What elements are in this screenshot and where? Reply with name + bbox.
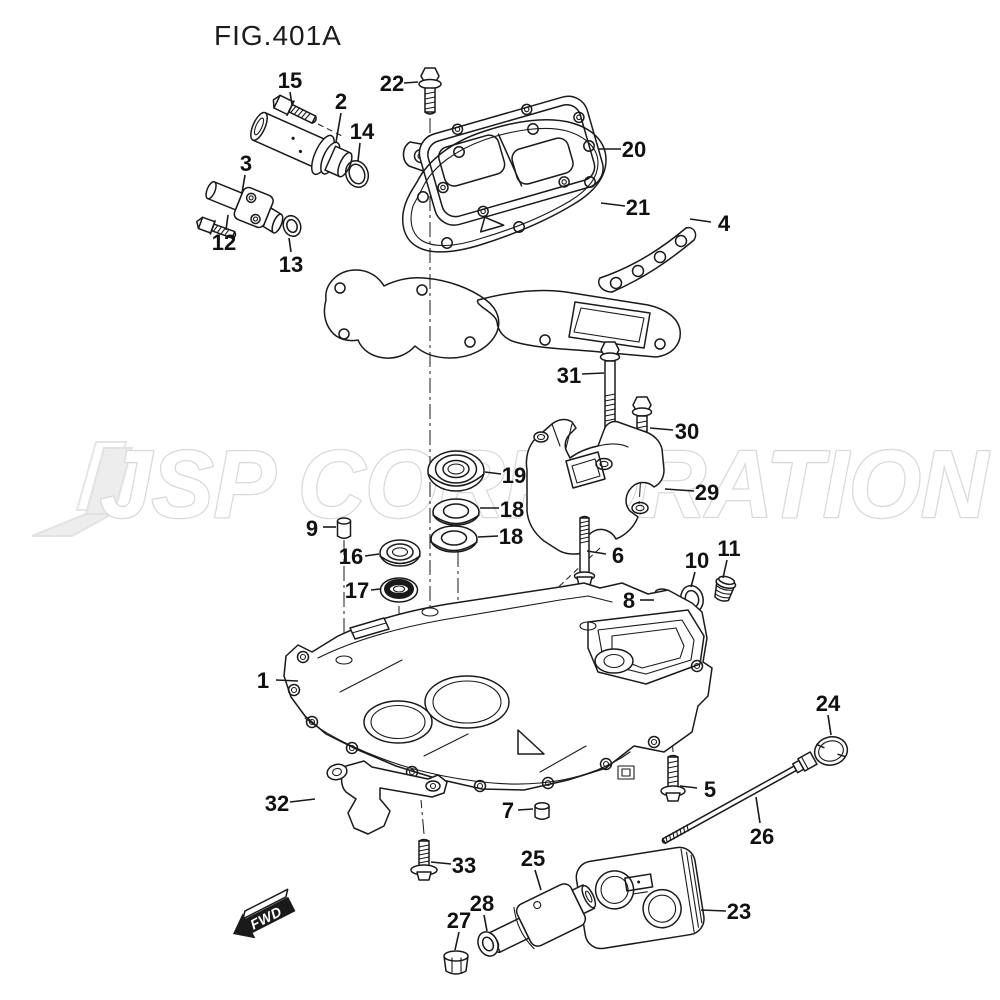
part-label-21: 21	[626, 195, 650, 220]
part-15-bolt-drawing	[272, 94, 317, 124]
part-label-24: 24	[816, 691, 841, 716]
part-label-5: 5	[704, 777, 716, 802]
part-5-bolt-drawing	[660, 754, 686, 802]
part-leader-33	[430, 861, 452, 865]
part-4-gasket-drawing	[323, 226, 697, 359]
part-7-cap-drawing	[534, 802, 550, 820]
part-leader-10	[690, 571, 696, 588]
part-label-2: 2	[335, 89, 347, 114]
part-label-9: 9	[306, 516, 318, 541]
part-label-8: 8	[623, 588, 635, 613]
part-32-bracket-drawing	[326, 760, 448, 835]
part-label-25: 25	[521, 846, 545, 871]
part-22-bolt-drawing	[418, 67, 442, 115]
part-leader-15	[289, 91, 293, 106]
part-label-19: 19	[502, 463, 526, 488]
fwd-arrow: FWD	[233, 888, 296, 939]
part-23-mount-drawing	[575, 846, 705, 950]
part-label-11: 11	[717, 536, 740, 561]
part-leader-16	[364, 553, 380, 557]
part-25-damper-drawing	[487, 883, 597, 954]
part-17-seal-drawing	[379, 577, 419, 603]
part-21-gasket-drawing	[402, 119, 607, 253]
part-11-plug-drawing	[714, 575, 737, 602]
part-label-32: 32	[265, 791, 289, 816]
part-label-6: 6	[612, 543, 624, 568]
part-leader-17	[370, 588, 381, 591]
part-label-12: 12	[212, 230, 236, 255]
part-33-bolt-drawing	[410, 838, 438, 881]
part-16-bearing-drawing	[379, 539, 421, 567]
part-label-31: 31	[557, 363, 581, 388]
part-leader-29	[664, 488, 695, 492]
part-leader-27	[454, 931, 460, 951]
jsp-logo-icon	[31, 441, 134, 537]
part-18-washer-drawing	[430, 525, 478, 553]
part-leader-7	[517, 808, 534, 811]
part-leader-25	[534, 869, 542, 891]
part-label-28: 28	[470, 891, 494, 916]
part-leader-11	[722, 559, 728, 579]
part-label-18: 18	[499, 524, 523, 549]
part-leader-1	[275, 679, 299, 682]
part-leader-18	[477, 535, 499, 538]
part-label-1: 1	[257, 668, 269, 693]
part-leader-4	[689, 218, 712, 223]
part-label-17: 17	[345, 578, 369, 603]
part-leader-13	[288, 237, 292, 253]
part-24-cap-drawing	[813, 736, 849, 766]
part-leader-23	[700, 909, 727, 912]
part-leader-30	[649, 427, 674, 431]
part-leader-12	[225, 214, 229, 231]
part-12-bolt-drawing	[196, 216, 237, 239]
part-leader-24	[827, 714, 832, 736]
part-label-16: 16	[339, 544, 363, 569]
part-20-cover-drawing	[402, 95, 604, 233]
part-leader-32	[289, 798, 316, 803]
part-label-30: 30	[675, 419, 699, 444]
part-label-26: 26	[750, 824, 774, 849]
part-label-18: 18	[500, 497, 524, 522]
part-leader-22	[403, 81, 419, 84]
part-leader-28	[483, 914, 488, 932]
part-label-22: 22	[380, 71, 404, 96]
part-18-washer-drawing	[432, 498, 480, 526]
part-9-bushing-drawing	[336, 517, 352, 539]
part-2-fitting-drawing	[250, 111, 353, 178]
part-13-oring-drawing	[282, 214, 302, 238]
part-leader-14	[357, 142, 361, 162]
part-26-bolt-drawing	[661, 751, 818, 844]
part-27-nut-drawing	[443, 950, 469, 975]
part-label-23: 23	[727, 899, 751, 924]
part-label-7: 7	[502, 798, 514, 823]
part-1-engine-holder-drawing	[283, 582, 713, 793]
part-leader-21	[600, 202, 626, 207]
part-label-27: 27	[447, 908, 471, 933]
part-label-14: 14	[350, 119, 375, 144]
part-leader-19	[484, 471, 502, 475]
figure-title: FIG.401A	[214, 20, 342, 51]
part-label-20: 20	[622, 137, 646, 162]
part-14-oring-drawing	[344, 160, 370, 188]
part-label-4: 4	[718, 211, 731, 236]
part-label-10: 10	[685, 548, 709, 573]
part-label-13: 13	[279, 252, 303, 277]
part-label-3: 3	[240, 151, 252, 176]
part-leader-31	[581, 372, 605, 375]
part-leader-6	[586, 550, 607, 555]
part-28-washer-drawing	[477, 931, 499, 957]
part-leader-5	[679, 785, 698, 789]
part-leader-3	[241, 174, 246, 194]
part-6-bolt-drawing	[573, 515, 596, 586]
part-3-fitting-drawing	[205, 181, 284, 234]
part-19-bearing-drawing	[427, 450, 485, 492]
part-label-29: 29	[695, 480, 719, 505]
part-label-15: 15	[278, 68, 302, 93]
part-leader-2	[335, 112, 342, 143]
part-label-33: 33	[452, 853, 476, 878]
part-leader-26	[755, 796, 761, 824]
